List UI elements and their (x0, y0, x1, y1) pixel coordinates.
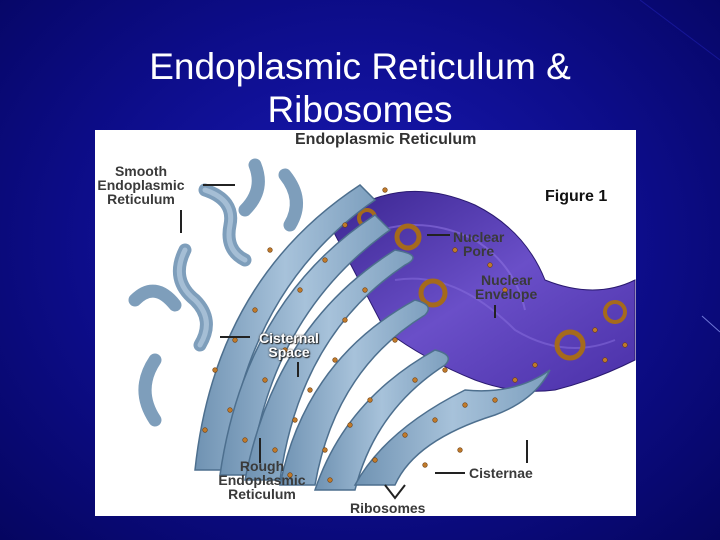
rough-er-label-line-3: Reticulum (213, 487, 311, 501)
nuclear-envelope-label-line-2: Envelope (475, 287, 537, 301)
nuclear-pore-label-line-1: Nuclear (453, 230, 504, 244)
rough-er-label-line-2: Endoplasmic (213, 473, 311, 487)
figure-heading: Endoplasmic Reticulum (295, 133, 476, 147)
cisternal-space-label: Cisternal Space (253, 331, 325, 359)
nuclear-envelope-label: Nuclear Envelope (475, 273, 537, 301)
slide-title-line-1: Endoplasmic Reticulum & (0, 45, 720, 88)
nuclear-pore-label: Nuclear Pore (453, 230, 504, 258)
cisternae-label: Cisternae (469, 466, 533, 480)
cisternal-space-label-line-2: Space (253, 345, 325, 359)
rough-er-label: Rough Endoplasmic Reticulum (213, 459, 311, 501)
figure-number-label: Figure 1 (545, 190, 607, 204)
smooth-er-label: Smooth Endoplasmic Reticulum (95, 164, 187, 206)
smooth-er-label-line-3: Reticulum (95, 192, 187, 206)
nuclear-envelope-label-line-1: Nuclear (475, 273, 537, 287)
nuclear-pore-label-line-2: Pore (453, 244, 504, 258)
ribosomes-label: Ribosomes (350, 501, 425, 515)
rough-er-label-line-1: Rough (213, 459, 311, 473)
smooth-er-label-line-1: Smooth (95, 164, 187, 178)
smooth-er-label-line-2: Endoplasmic (95, 178, 187, 192)
slide-title: Endoplasmic Reticulum & Ribosomes (0, 45, 720, 131)
slide-title-line-2: Ribosomes (0, 88, 720, 131)
cisternal-space-label-line-1: Cisternal (253, 331, 325, 345)
er-diagram-figure: Endoplasmic Reticulum Figure 1 Smooth En… (95, 130, 636, 516)
